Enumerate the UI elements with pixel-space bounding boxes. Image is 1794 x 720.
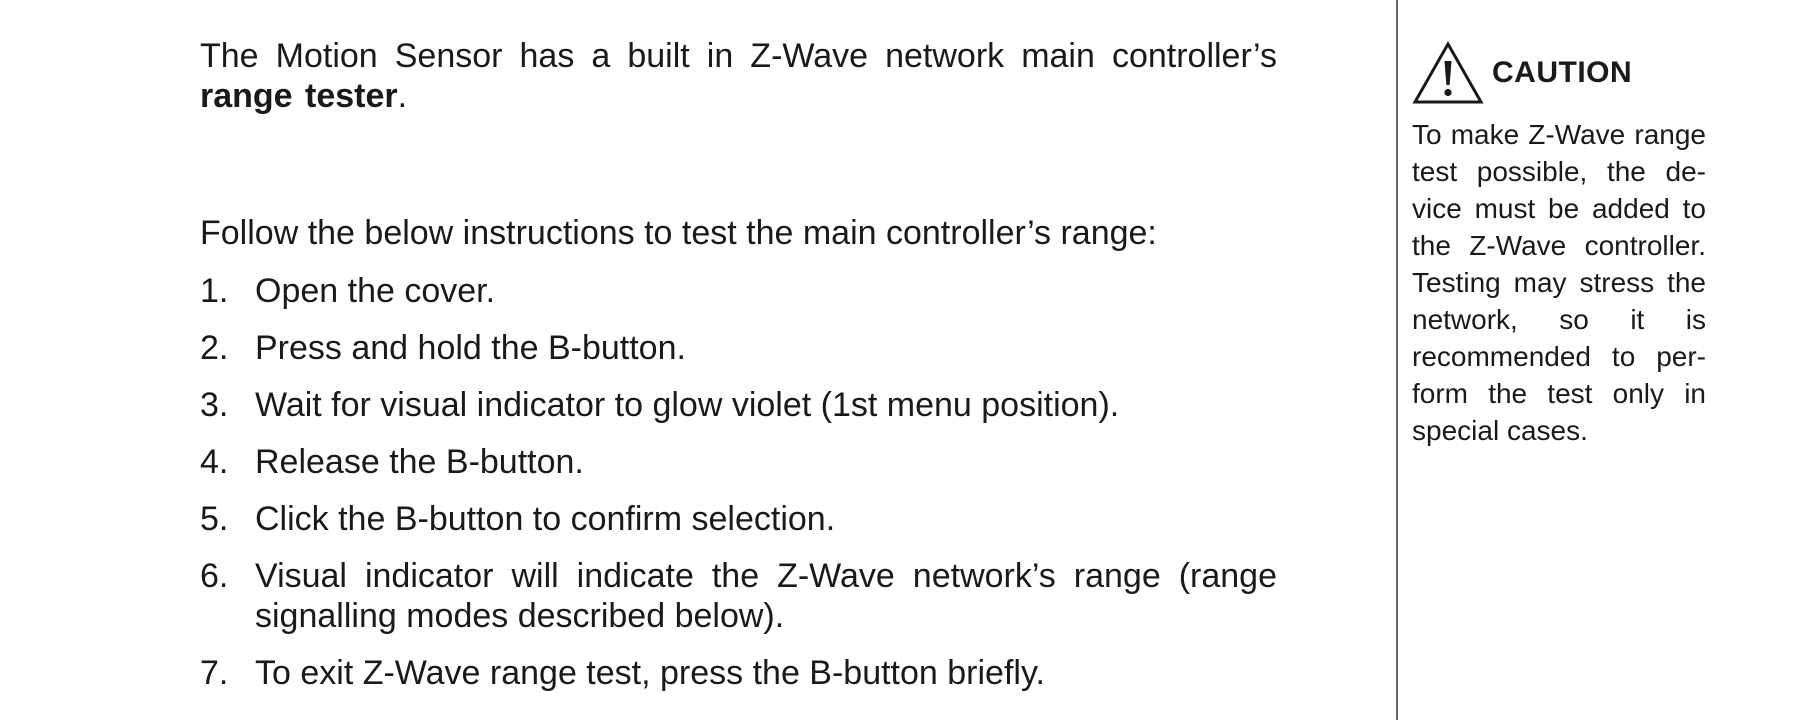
caution-title: CAUTION <box>1492 56 1633 89</box>
list-item: 2. Press and hold the B-button. <box>200 328 1277 368</box>
step-text: Release the B-button. <box>255 443 584 481</box>
step-text: Wait for visual indicator to glow violet… <box>255 386 1120 424</box>
list-item: 3. Wait for visual indicator to glow vio… <box>200 385 1277 425</box>
step-text: Click the B-button to confirm selection. <box>255 500 836 538</box>
step-text: Press and hold the B-button. <box>255 329 686 367</box>
list-item: 6. Visual indicator will indicate the Z-… <box>200 556 1277 636</box>
intro-paragraph: The Motion Sensor has a built in Z-Wave … <box>200 36 1277 116</box>
step-text: Visual indicator will indicate the Z-Wav… <box>255 557 1277 635</box>
step-number: 4. <box>200 443 229 481</box>
caution-sidebar: CAUTION To make Z-Wave range test possib… <box>1412 40 1706 477</box>
step-number: 2. <box>200 329 229 367</box>
list-item: 1. Open the cover. <box>200 271 1277 311</box>
intro-paragraph-block: The Motion Sensor has a built in Z-Wave … <box>200 36 1277 116</box>
caution-body: To make Z-Wave range test possible, the … <box>1412 119 1706 446</box>
sidebar-divider <box>1396 0 1398 720</box>
step-number: 6. <box>200 557 229 595</box>
list-item: 5. Click the B-button to confirm selecti… <box>200 499 1277 539</box>
warning-triangle-icon <box>1412 41 1484 104</box>
step-text: To exit Z-Wave range test, press the B-b… <box>255 654 1045 692</box>
step-number: 5. <box>200 500 229 538</box>
list-item: 7. To exit Z-Wave range test, press the … <box>200 653 1277 693</box>
instruction-steps-list: 1. Open the cover. 2. Press and hold the… <box>200 271 1277 710</box>
step-number: 3. <box>200 386 229 424</box>
step-number: 7. <box>200 654 229 692</box>
intro-bold-term: range tester <box>200 77 398 115</box>
intro-text-before: The Motion Sensor has a built in Z-Wave … <box>200 37 1277 75</box>
step-number: 1. <box>200 272 229 310</box>
caution-header: CAUTION <box>1412 40 1706 106</box>
step-text: Open the cover. <box>255 272 496 310</box>
list-item: 4. Release the B-button. <box>200 442 1277 482</box>
instructions-lead: Follow the below instructions to test th… <box>200 214 1157 252</box>
intro-text-after: . <box>397 77 408 115</box>
